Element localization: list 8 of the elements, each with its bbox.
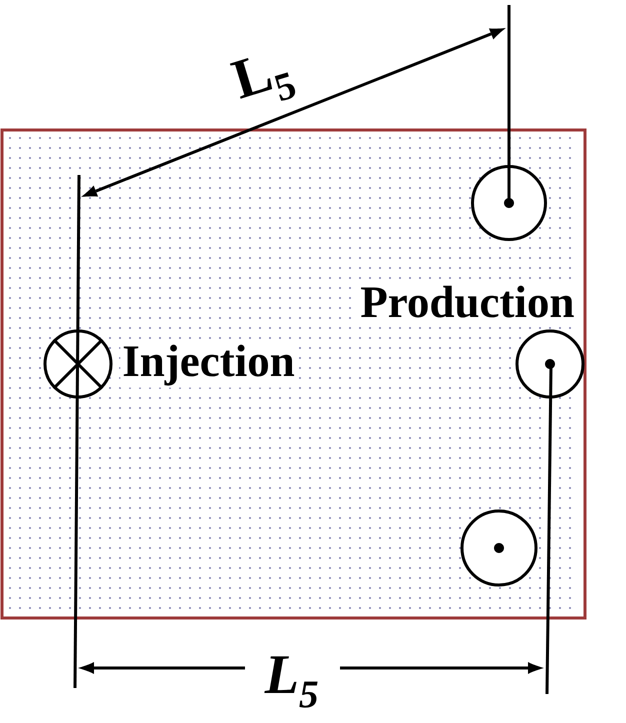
dimension-label: L$_{5}$	[230, 58, 296, 101]
well-label: Production	[358, 284, 576, 320]
production-well-symbol	[460, 510, 538, 586]
dimension-label: L$_{5}$	[264, 656, 318, 708]
production-well-symbol	[516, 330, 584, 398]
production-well-symbol	[471, 165, 547, 241]
well-label: Injection	[120, 342, 297, 388]
injection-well-symbol	[44, 330, 112, 398]
